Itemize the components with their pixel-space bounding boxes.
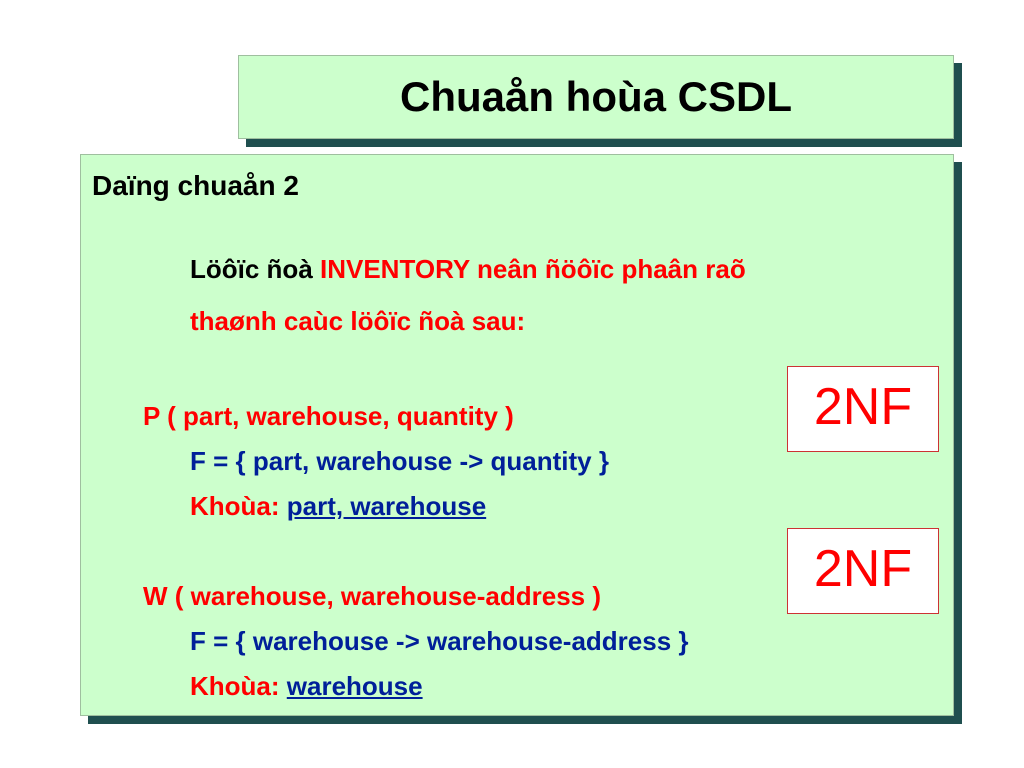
title-panel: Chuaån hoùa CSDL bbox=[238, 55, 954, 139]
key-p: Khoùa: part, warehouse bbox=[190, 490, 486, 522]
intro-line-2: thaønh caùc löôïc ñoà sau: bbox=[190, 306, 526, 336]
fd-p: F = { part, warehouse -> quantity } bbox=[190, 446, 609, 476]
fd-w: F = { warehouse -> warehouse-address } bbox=[190, 626, 689, 656]
key-p-label: Khoùa: bbox=[190, 491, 287, 521]
normal-form-badge-w: 2NF bbox=[787, 528, 939, 614]
key-w-value: warehouse bbox=[286, 671, 423, 701]
intro-line-1: Löôïc ñoà INVENTORY neân ñöôïc phaân raõ bbox=[190, 253, 746, 285]
relation-w: W ( warehouse, warehouse-address ) bbox=[143, 581, 602, 611]
key-p-value: part, warehouse bbox=[286, 491, 487, 521]
normal-form-badge-p: 2NF bbox=[787, 366, 939, 452]
intro-text-b: INVENTORY neân ñöôïc phaân raõ bbox=[320, 254, 746, 284]
key-w: Khoùa: warehouse bbox=[190, 670, 423, 702]
section-heading: Daïng chuaån 2 bbox=[92, 170, 299, 201]
slide-title: Chuaån hoùa CSDL bbox=[399, 73, 792, 120]
relation-p: P ( part, warehouse, quantity ) bbox=[143, 401, 514, 431]
intro-text-a: Löôïc ñoà bbox=[190, 254, 320, 284]
key-w-label: Khoùa: bbox=[190, 671, 287, 701]
